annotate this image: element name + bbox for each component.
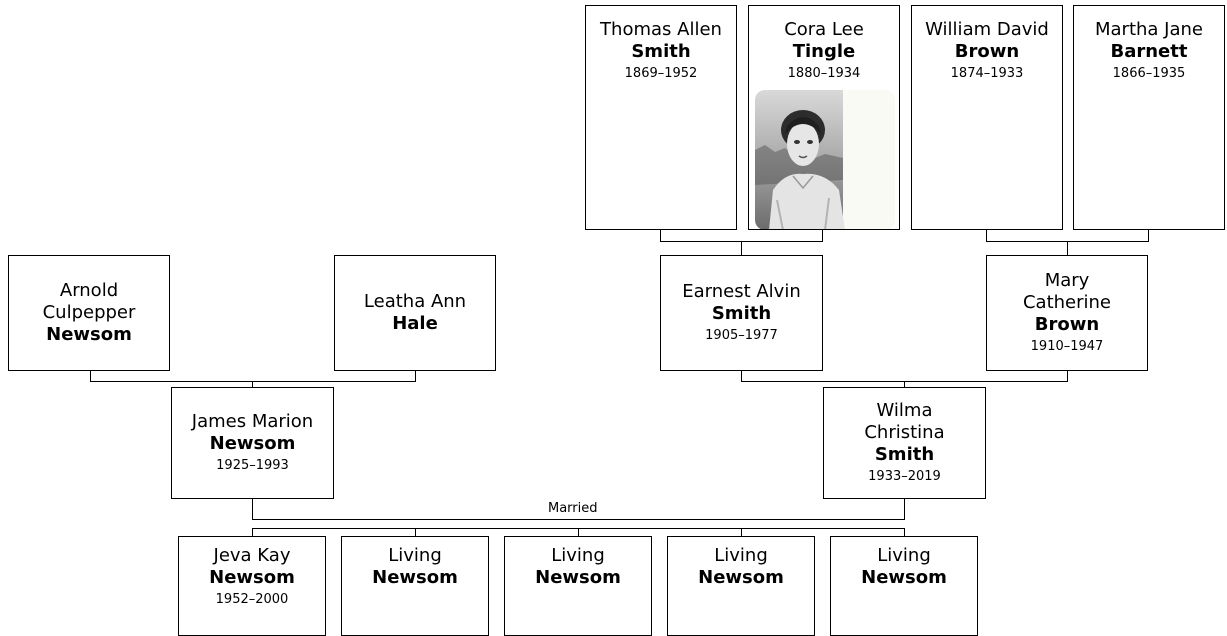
given-name: Martha Jane <box>1095 19 1203 40</box>
person-card-jeva-newsom[interactable]: Jeva Kay Newsom 1952–2000 <box>178 536 326 636</box>
person-card-wilma-smith[interactable]: Wilma Christina Smith 1933–2019 <box>823 387 986 499</box>
surname: Newsom <box>535 567 621 588</box>
surname: Newsom <box>209 433 296 454</box>
life-dates: 1910–1947 <box>1030 339 1104 354</box>
life-dates: 1874–1933 <box>950 66 1024 81</box>
surname: Newsom <box>209 567 295 588</box>
given-name: Living <box>551 545 605 566</box>
person-card-mary-brown[interactable]: Mary Catherine Brown 1910–1947 <box>986 255 1148 371</box>
given-name: Living <box>714 545 768 566</box>
person-card-earnest-smith[interactable]: Earnest Alvin Smith 1905–1977 <box>660 255 823 371</box>
surname: Smith <box>631 41 691 62</box>
surname: Brown <box>1034 314 1100 335</box>
married-label: Married <box>546 501 600 516</box>
surname: Smith <box>711 303 772 324</box>
given-name: Jeva Kay <box>213 545 291 566</box>
surname: Newsom <box>861 567 947 588</box>
given-name: William David <box>925 19 1049 40</box>
person-card-thomas-smith[interactable]: Thomas Allen Smith 1869–1952 <box>585 5 737 230</box>
person-card-william-brown[interactable]: William David Brown 1874–1933 <box>911 5 1063 230</box>
given-name: Leatha Ann <box>363 291 467 312</box>
given-name: Wilma Christina <box>864 400 945 443</box>
person-card-leatha-hale[interactable]: Leatha Ann Hale <box>334 255 496 371</box>
surname: Newsom <box>698 567 784 588</box>
given-name: Earnest Alvin <box>682 281 801 302</box>
surname: Hale <box>392 313 438 334</box>
surname: Newsom <box>46 324 132 345</box>
given-name: Living <box>388 545 442 566</box>
life-dates: 1866–1935 <box>1112 66 1186 81</box>
person-card-arnold-newsom[interactable]: Arnold Culpepper Newsom <box>8 255 170 371</box>
life-dates: 1925–1993 <box>216 458 289 473</box>
surname: Brown <box>954 41 1020 62</box>
person-card-living-newsom-2[interactable]: Living Newsom <box>504 536 652 636</box>
life-dates: 1880–1934 <box>787 66 861 81</box>
person-card-living-newsom-1[interactable]: Living Newsom <box>341 536 489 636</box>
life-dates: 1952–2000 <box>215 592 289 607</box>
given-name: Cora Lee <box>784 19 864 40</box>
given-name: Thomas Allen <box>600 19 722 40</box>
given-name: Mary Catherine <box>1022 270 1112 313</box>
life-dates: 1869–1952 <box>624 66 698 81</box>
person-card-martha-barnett[interactable]: Martha Jane Barnett 1866–1935 <box>1073 5 1225 230</box>
given-name: Living <box>877 545 931 566</box>
surname: Tingle <box>792 41 856 62</box>
surname: Smith <box>874 444 935 465</box>
surname: Newsom <box>372 567 458 588</box>
given-name: James Marion <box>191 411 314 432</box>
person-photo <box>755 90 895 229</box>
surname: Barnett <box>1110 41 1188 62</box>
person-card-cora-tingle[interactable]: Cora Lee Tingle 1880–1934 <box>748 5 900 230</box>
person-card-living-newsom-3[interactable]: Living Newsom <box>667 536 815 636</box>
life-dates: 1933–2019 <box>868 469 941 484</box>
given-name: Arnold Culpepper <box>42 280 136 323</box>
life-dates: 1905–1977 <box>705 328 778 343</box>
person-card-living-newsom-4[interactable]: Living Newsom <box>830 536 978 636</box>
person-card-james-newsom[interactable]: James Marion Newsom 1925–1993 <box>171 387 334 499</box>
